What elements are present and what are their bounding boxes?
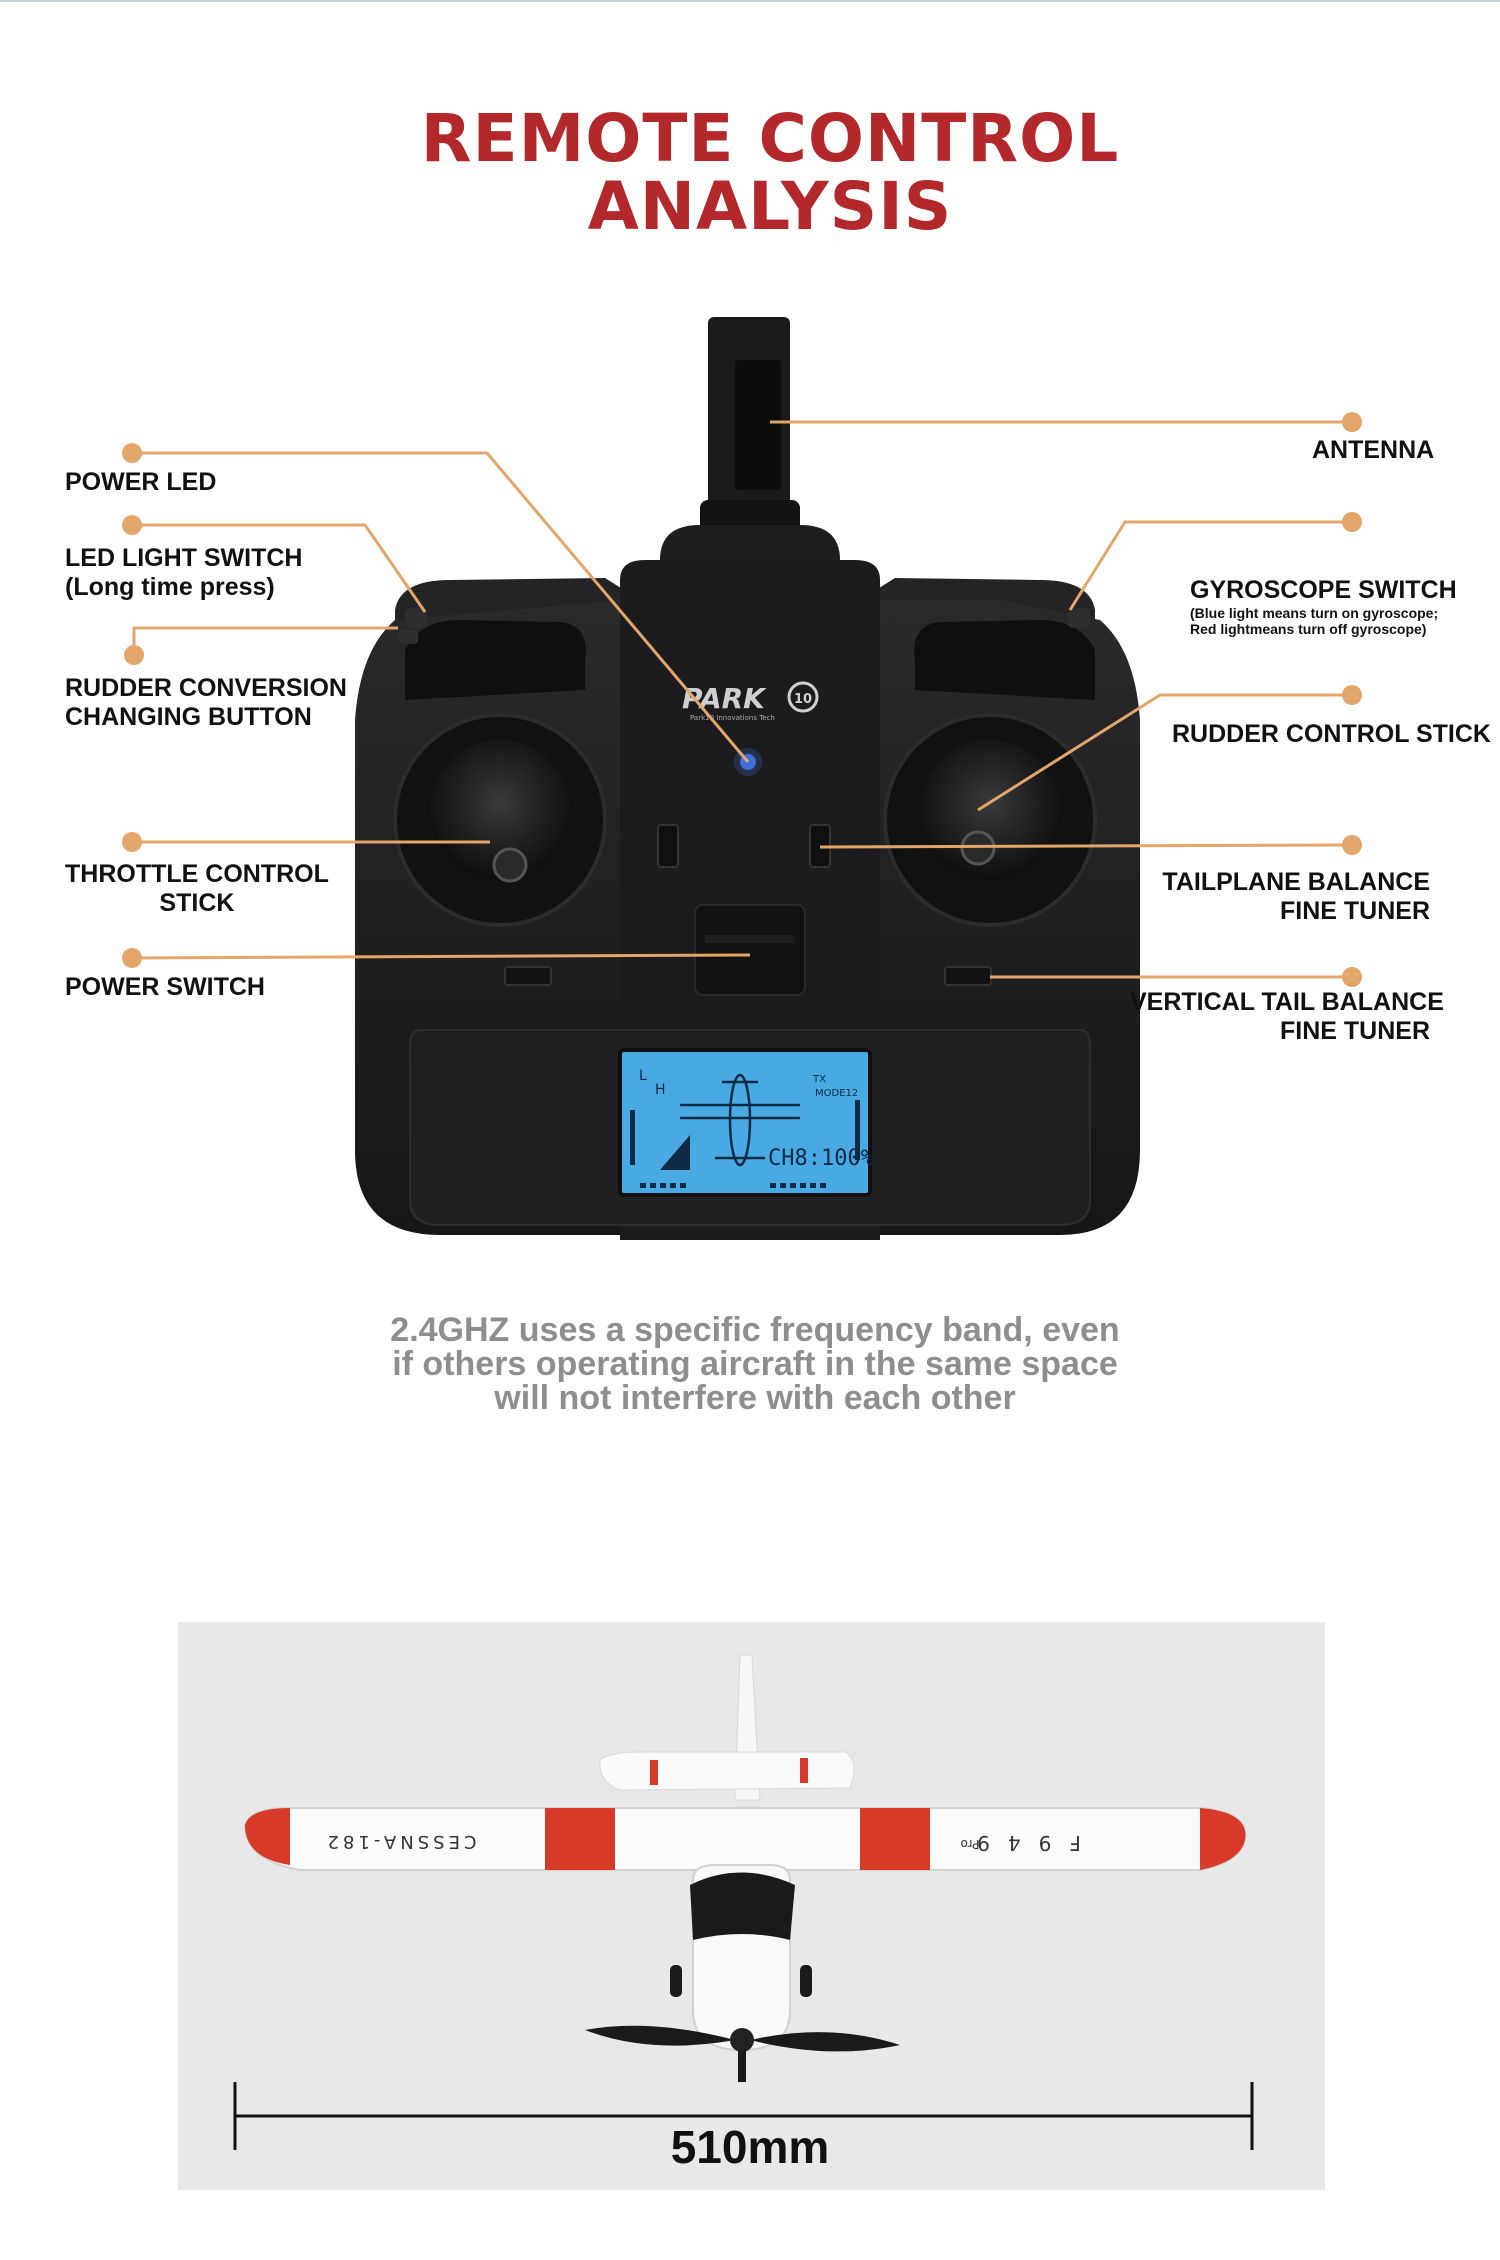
rudder-stick — [960, 830, 996, 866]
left-wingtip-stripe — [245, 1808, 290, 1865]
label-gyroscope-switch: GYROSCOPE SWITCH (Blue light means turn … — [1190, 576, 1457, 637]
label-rudder-conversion: RUDDER CONVERSION CHANGING BUTTON — [65, 674, 347, 731]
power-switch — [694, 904, 806, 996]
lcd-airplane-icon — [680, 1073, 800, 1167]
lcd-tx: TX — [812, 1074, 826, 1085]
right-wing-marking: F949 — [959, 1831, 1081, 1855]
label-antenna: ANTENNA — [1312, 436, 1435, 464]
left-wing-marking: CESSNA-182 — [323, 1831, 476, 1852]
gyroscope-switch — [1068, 608, 1090, 628]
left-horizontal-trim — [504, 966, 552, 986]
wingspan-dimension-line — [233, 2082, 1254, 2150]
callout-dots — [122, 412, 1362, 987]
cockpit-windshield — [690, 1872, 795, 1940]
callout-lines — [131, 420, 1353, 979]
lcd-indicator-h: H — [655, 1082, 666, 1098]
wingspan-label: 510mm — [670, 2121, 830, 2173]
led-light-switch — [405, 608, 427, 628]
propeller-right-blade — [750, 2032, 900, 2052]
lcd-indicator-l: L — [639, 1068, 647, 1084]
lcd-screen: L H TX MODE12 CH8:100% — [618, 1048, 874, 1197]
throttle-stick-gimbal — [430, 740, 570, 880]
label-power-switch: POWER SWITCH — [65, 973, 265, 1001]
throttle-stick — [492, 847, 528, 883]
propeller-hub — [730, 2028, 754, 2052]
label-power-led: POWER LED — [65, 468, 217, 496]
page-title-line-1: REMOTE CONTROL — [420, 100, 1120, 177]
rudder-conversion-button — [398, 630, 418, 644]
lcd-mode: MODE12 — [815, 1088, 858, 1099]
page-title: REMOTE CONTROL ANALYSIS — [0, 105, 1500, 241]
propeller-left-blade — [585, 2025, 735, 2046]
transmitter: PARK 10 Park10 Innovations Tech L H TX M… — [355, 317, 1140, 1240]
brand-badge: 10 — [794, 692, 812, 707]
brand-subtitle: Park10 Innovations Tech — [690, 714, 775, 722]
frequency-tagline: 2.4GHZ uses a specific frequency band, e… — [390, 1311, 1120, 1417]
top-divider — [0, 0, 1500, 2]
left-vertical-trim — [657, 824, 679, 868]
label-vertical-tail-trim: VERTICAL TAIL BALANCE FINE TUNER — [1130, 988, 1444, 1045]
right-wheel — [800, 1965, 812, 1997]
left-wing-stripe — [545, 1808, 615, 1870]
label-rudder-control-stick: RUDDER CONTROL STICK — [1172, 720, 1491, 748]
gyroscope-note-2: Red lightmeans turn off gyroscope) — [1190, 621, 1427, 637]
right-wingtip-stripe — [1200, 1808, 1246, 1870]
label-led-light-switch: LED LIGHT SWITCH (Long time press) — [65, 544, 303, 601]
gyroscope-note-1: (Blue light means turn on gyroscope; — [1190, 605, 1439, 621]
horizontal-stabilizer — [599, 1751, 855, 1791]
label-tailplane-trim: TAILPLANE BALANCE FINE TUNER — [1162, 868, 1430, 925]
right-wing-stripe — [860, 1808, 930, 1870]
page-title-line-2: ANALYSIS — [587, 168, 953, 245]
left-wheel — [670, 1965, 682, 1997]
right-wing-suffix: Pro — [960, 1837, 979, 1851]
label-throttle-stick: THROTTLE CONTROL STICK — [65, 860, 329, 917]
